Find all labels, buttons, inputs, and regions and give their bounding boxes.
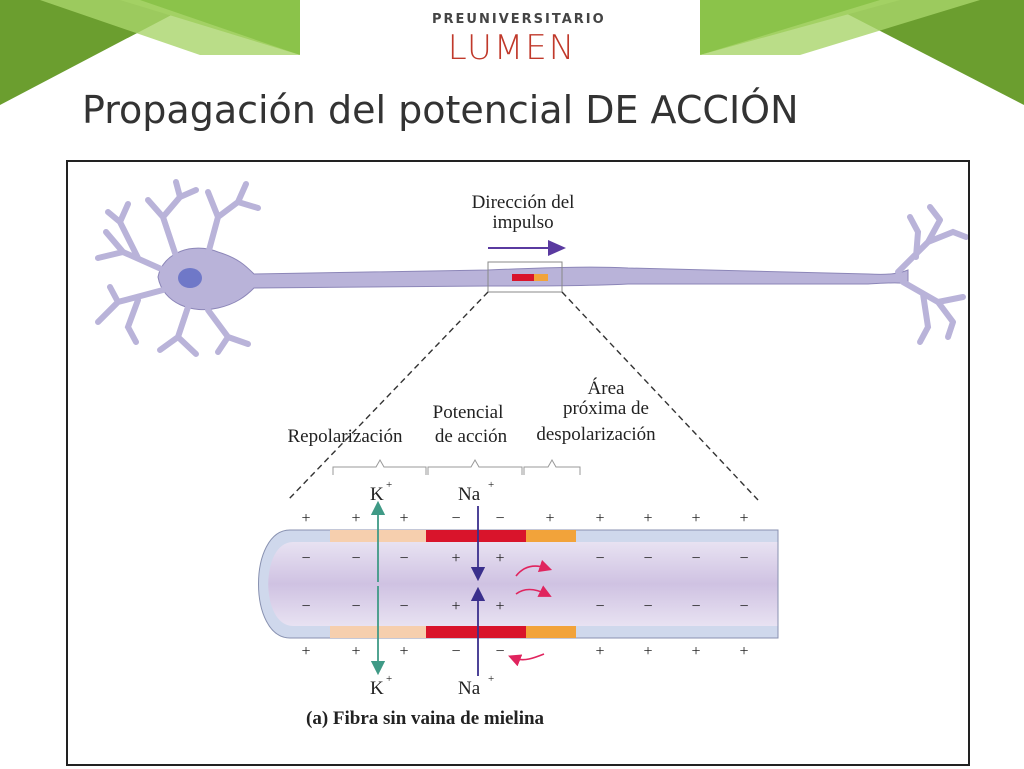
charge: − [399, 598, 408, 615]
charge: − [399, 550, 408, 567]
charge: − [301, 550, 310, 567]
label-next-area-line-3: despolarización [536, 424, 656, 445]
bracket-repolarization [332, 458, 427, 475]
zoom-line-right [561, 291, 759, 501]
dendrite [157, 304, 251, 357]
charge: + [643, 510, 652, 527]
page-title: Propagación del potencial DE ACCIÓN [82, 88, 799, 132]
local-current-arrow [508, 653, 545, 667]
zoom-line-left [287, 291, 489, 501]
charge: + [451, 598, 460, 615]
logo-big-text: LUMEN [447, 28, 577, 68]
charge: + [301, 510, 310, 527]
charges-inside-top: − − − + + − − − − [301, 550, 748, 567]
membrane-top-next-area [526, 530, 576, 542]
charge: + [595, 510, 604, 527]
label-next-area-line-2: próxima de [563, 398, 649, 419]
axon-action-potential-mark [512, 274, 534, 281]
charge: + [495, 598, 504, 615]
label-repolarization: Repolarización [287, 426, 403, 447]
charge: − [351, 598, 360, 615]
impulse-label-line-2: impulso [492, 212, 553, 233]
axon-inner-body [268, 542, 778, 626]
charge: + [451, 550, 460, 567]
charges-outside-bottom: + + + − − + + + + [301, 643, 748, 660]
neuron-nucleus [178, 268, 202, 288]
label-action-potential-line-2: de acción [435, 426, 508, 447]
charge: + [495, 550, 504, 567]
axon-terminal [895, 204, 969, 275]
charge: − [495, 643, 504, 660]
charge: − [643, 550, 652, 567]
label-action-potential-line-1: Potencial [433, 402, 504, 423]
charge: − [691, 550, 700, 567]
charge: − [451, 643, 460, 660]
charge: − [451, 510, 460, 527]
ion-k-top-charge: + [386, 479, 392, 491]
neuron-diagram: Dirección del impulso Área próxima de Po… [95, 179, 969, 729]
charge: + [643, 643, 652, 660]
charge: − [595, 550, 604, 567]
figure-caption: (a) Fibra sin vaina de mielina [306, 708, 545, 729]
figure-frame: Dirección del impulso Área próxima de Po… [66, 160, 970, 766]
membrane-bottom-next-area [526, 626, 576, 638]
charge: + [399, 643, 408, 660]
label-next-area-line-1: Área [588, 377, 625, 399]
ion-na-bottom-charge: + [488, 673, 494, 685]
logo-small-text: PREUNIVERSITARIO [432, 12, 606, 27]
bracket-next-area [523, 458, 581, 475]
ion-k-top: K [370, 484, 384, 505]
charge: + [351, 510, 360, 527]
charge: + [739, 643, 748, 660]
membrane-bottom-action-potential [426, 626, 526, 638]
charge: + [739, 510, 748, 527]
charge: + [545, 510, 554, 527]
charge: − [351, 550, 360, 567]
charges-outside-top: + + + − − + + + + + [301, 510, 748, 527]
charge: + [301, 643, 310, 660]
charge: + [595, 643, 604, 660]
header-decoration [0, 0, 1024, 105]
charge: + [691, 510, 700, 527]
local-current-arrow [515, 559, 553, 577]
membrane-top-action-potential [426, 530, 526, 542]
ion-na-top-charge: + [488, 479, 494, 491]
charge: − [495, 510, 504, 527]
charge: + [351, 643, 360, 660]
impulse-label-line-1: Dirección del [472, 192, 575, 213]
right-pale-triangle [700, 0, 980, 55]
axon-section [258, 529, 779, 639]
dendrite [145, 179, 199, 265]
ion-na-top: Na [458, 484, 481, 505]
charges-inside-bottom: − − − + + − − − − [301, 598, 748, 615]
left-pale-triangle [40, 0, 300, 55]
charge: − [301, 598, 310, 615]
axon-next-area-mark [534, 274, 548, 281]
ion-na-bottom: Na [458, 678, 481, 699]
charge: − [691, 598, 700, 615]
bracket-action-potential [427, 458, 523, 475]
charge: − [739, 550, 748, 567]
axon-zoom-box [487, 261, 563, 293]
ion-k-bottom-charge: + [386, 673, 392, 685]
charge: − [643, 598, 652, 615]
charge: − [595, 598, 604, 615]
dendrite [205, 181, 261, 257]
axon-terminal [900, 279, 966, 345]
logo-backdrop [350, 0, 674, 70]
ion-k-bottom: K [370, 678, 384, 699]
charge: + [691, 643, 700, 660]
charge: + [399, 510, 408, 527]
charge: − [739, 598, 748, 615]
dendrite [95, 284, 166, 345]
local-current-arrow [515, 585, 552, 597]
dendrite [95, 201, 171, 275]
